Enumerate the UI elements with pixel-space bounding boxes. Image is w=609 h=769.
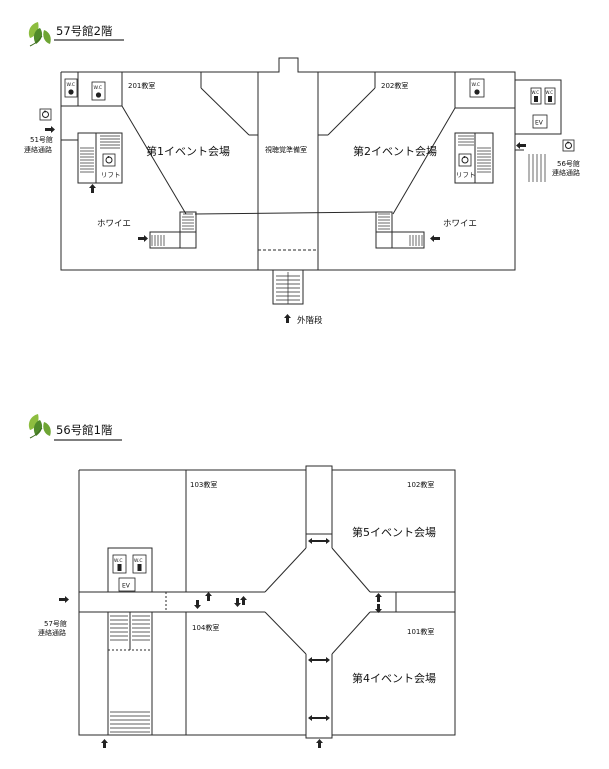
link-56-line2: 連絡通路 bbox=[552, 168, 580, 177]
arrow-right-icon bbox=[45, 126, 148, 242]
hall-4-label: 第4イベント会場 bbox=[352, 671, 436, 685]
arrow-down-icon bbox=[194, 598, 382, 613]
svg-text:W.C: W.C bbox=[114, 558, 123, 564]
room-201-label: 201教室 bbox=[128, 81, 155, 90]
restroom-icon: W.C bbox=[530, 87, 542, 105]
double-arrow-icon bbox=[308, 538, 330, 721]
arrow-up-icon bbox=[89, 184, 291, 323]
link-57-line2: 連絡通路 bbox=[38, 628, 66, 637]
stair-treads-57 bbox=[80, 135, 546, 304]
floor-57-2f: 57号館2階 bbox=[24, 22, 580, 326]
foyer-left-label: ホワイエ bbox=[97, 219, 131, 229]
room-202-label: 202教室 bbox=[381, 81, 408, 90]
svg-text:W.C: W.C bbox=[94, 85, 103, 91]
restroom-icon: W.C bbox=[64, 78, 78, 98]
floor-heading-57: 57号館2階 bbox=[56, 24, 113, 38]
lift-right-label: リフト bbox=[456, 171, 476, 179]
link-51-line2: 連絡通路 bbox=[24, 145, 52, 154]
room-103-label: 103教室 bbox=[190, 480, 217, 489]
room-102-label: 102教室 bbox=[407, 480, 434, 489]
leaf-icon bbox=[28, 414, 51, 439]
leaf-icon bbox=[28, 22, 51, 47]
wheelchair-icon bbox=[458, 153, 472, 167]
svg-text:W.C: W.C bbox=[532, 90, 540, 95]
room-104-label: 104教室 bbox=[192, 623, 219, 632]
foyer-right-label: ホワイエ bbox=[443, 219, 477, 229]
outer-stairs-label: 外階段 bbox=[297, 315, 323, 326]
link-56-line1: 56号館 bbox=[557, 159, 580, 168]
building-outline-56 bbox=[78, 465, 456, 739]
link-51-line1: 51号館 bbox=[30, 135, 53, 144]
elevator-box: EV bbox=[532, 114, 548, 129]
svg-text:EV: EV bbox=[122, 583, 131, 590]
svg-text:W.C: W.C bbox=[67, 82, 76, 88]
svg-text:W.C: W.C bbox=[134, 558, 143, 564]
room-101-label: 101教室 bbox=[407, 627, 434, 636]
floor-56-1f: 56号館1階 bbox=[28, 414, 456, 748]
wheelchair-icon bbox=[562, 139, 575, 152]
elevator-box: EV bbox=[118, 577, 136, 592]
hall-2-label: 第2イベント会場 bbox=[353, 144, 437, 158]
av-room-label: 視聴覚準備室 bbox=[265, 145, 307, 154]
link-57-line1: 57号館 bbox=[44, 619, 67, 628]
restroom-icon: W.C bbox=[112, 554, 127, 574]
building-outline-57 bbox=[60, 57, 562, 305]
arrow-up-icon bbox=[101, 592, 382, 748]
hall-1-label: 第1イベント会場 bbox=[146, 144, 230, 158]
svg-text:W.C: W.C bbox=[546, 90, 554, 95]
arrow-right-icon bbox=[59, 596, 69, 603]
restroom-icon: W.C bbox=[544, 87, 556, 105]
stair-treads-56 bbox=[110, 615, 150, 733]
arrow-left-icon bbox=[430, 142, 526, 242]
restroom-icon: W.C bbox=[469, 78, 485, 98]
svg-text:EV: EV bbox=[535, 120, 544, 127]
restroom-icon: W.C bbox=[132, 554, 147, 574]
lift-left-label: リフト bbox=[101, 171, 121, 179]
floor-heading-56: 56号館1階 bbox=[56, 423, 113, 437]
wheelchair-icon bbox=[39, 108, 52, 121]
restroom-icon: W.C bbox=[91, 81, 106, 101]
wheelchair-icon bbox=[102, 153, 116, 167]
svg-text:W.C: W.C bbox=[472, 82, 481, 88]
hall-5-label: 第5イベント会場 bbox=[352, 525, 436, 539]
